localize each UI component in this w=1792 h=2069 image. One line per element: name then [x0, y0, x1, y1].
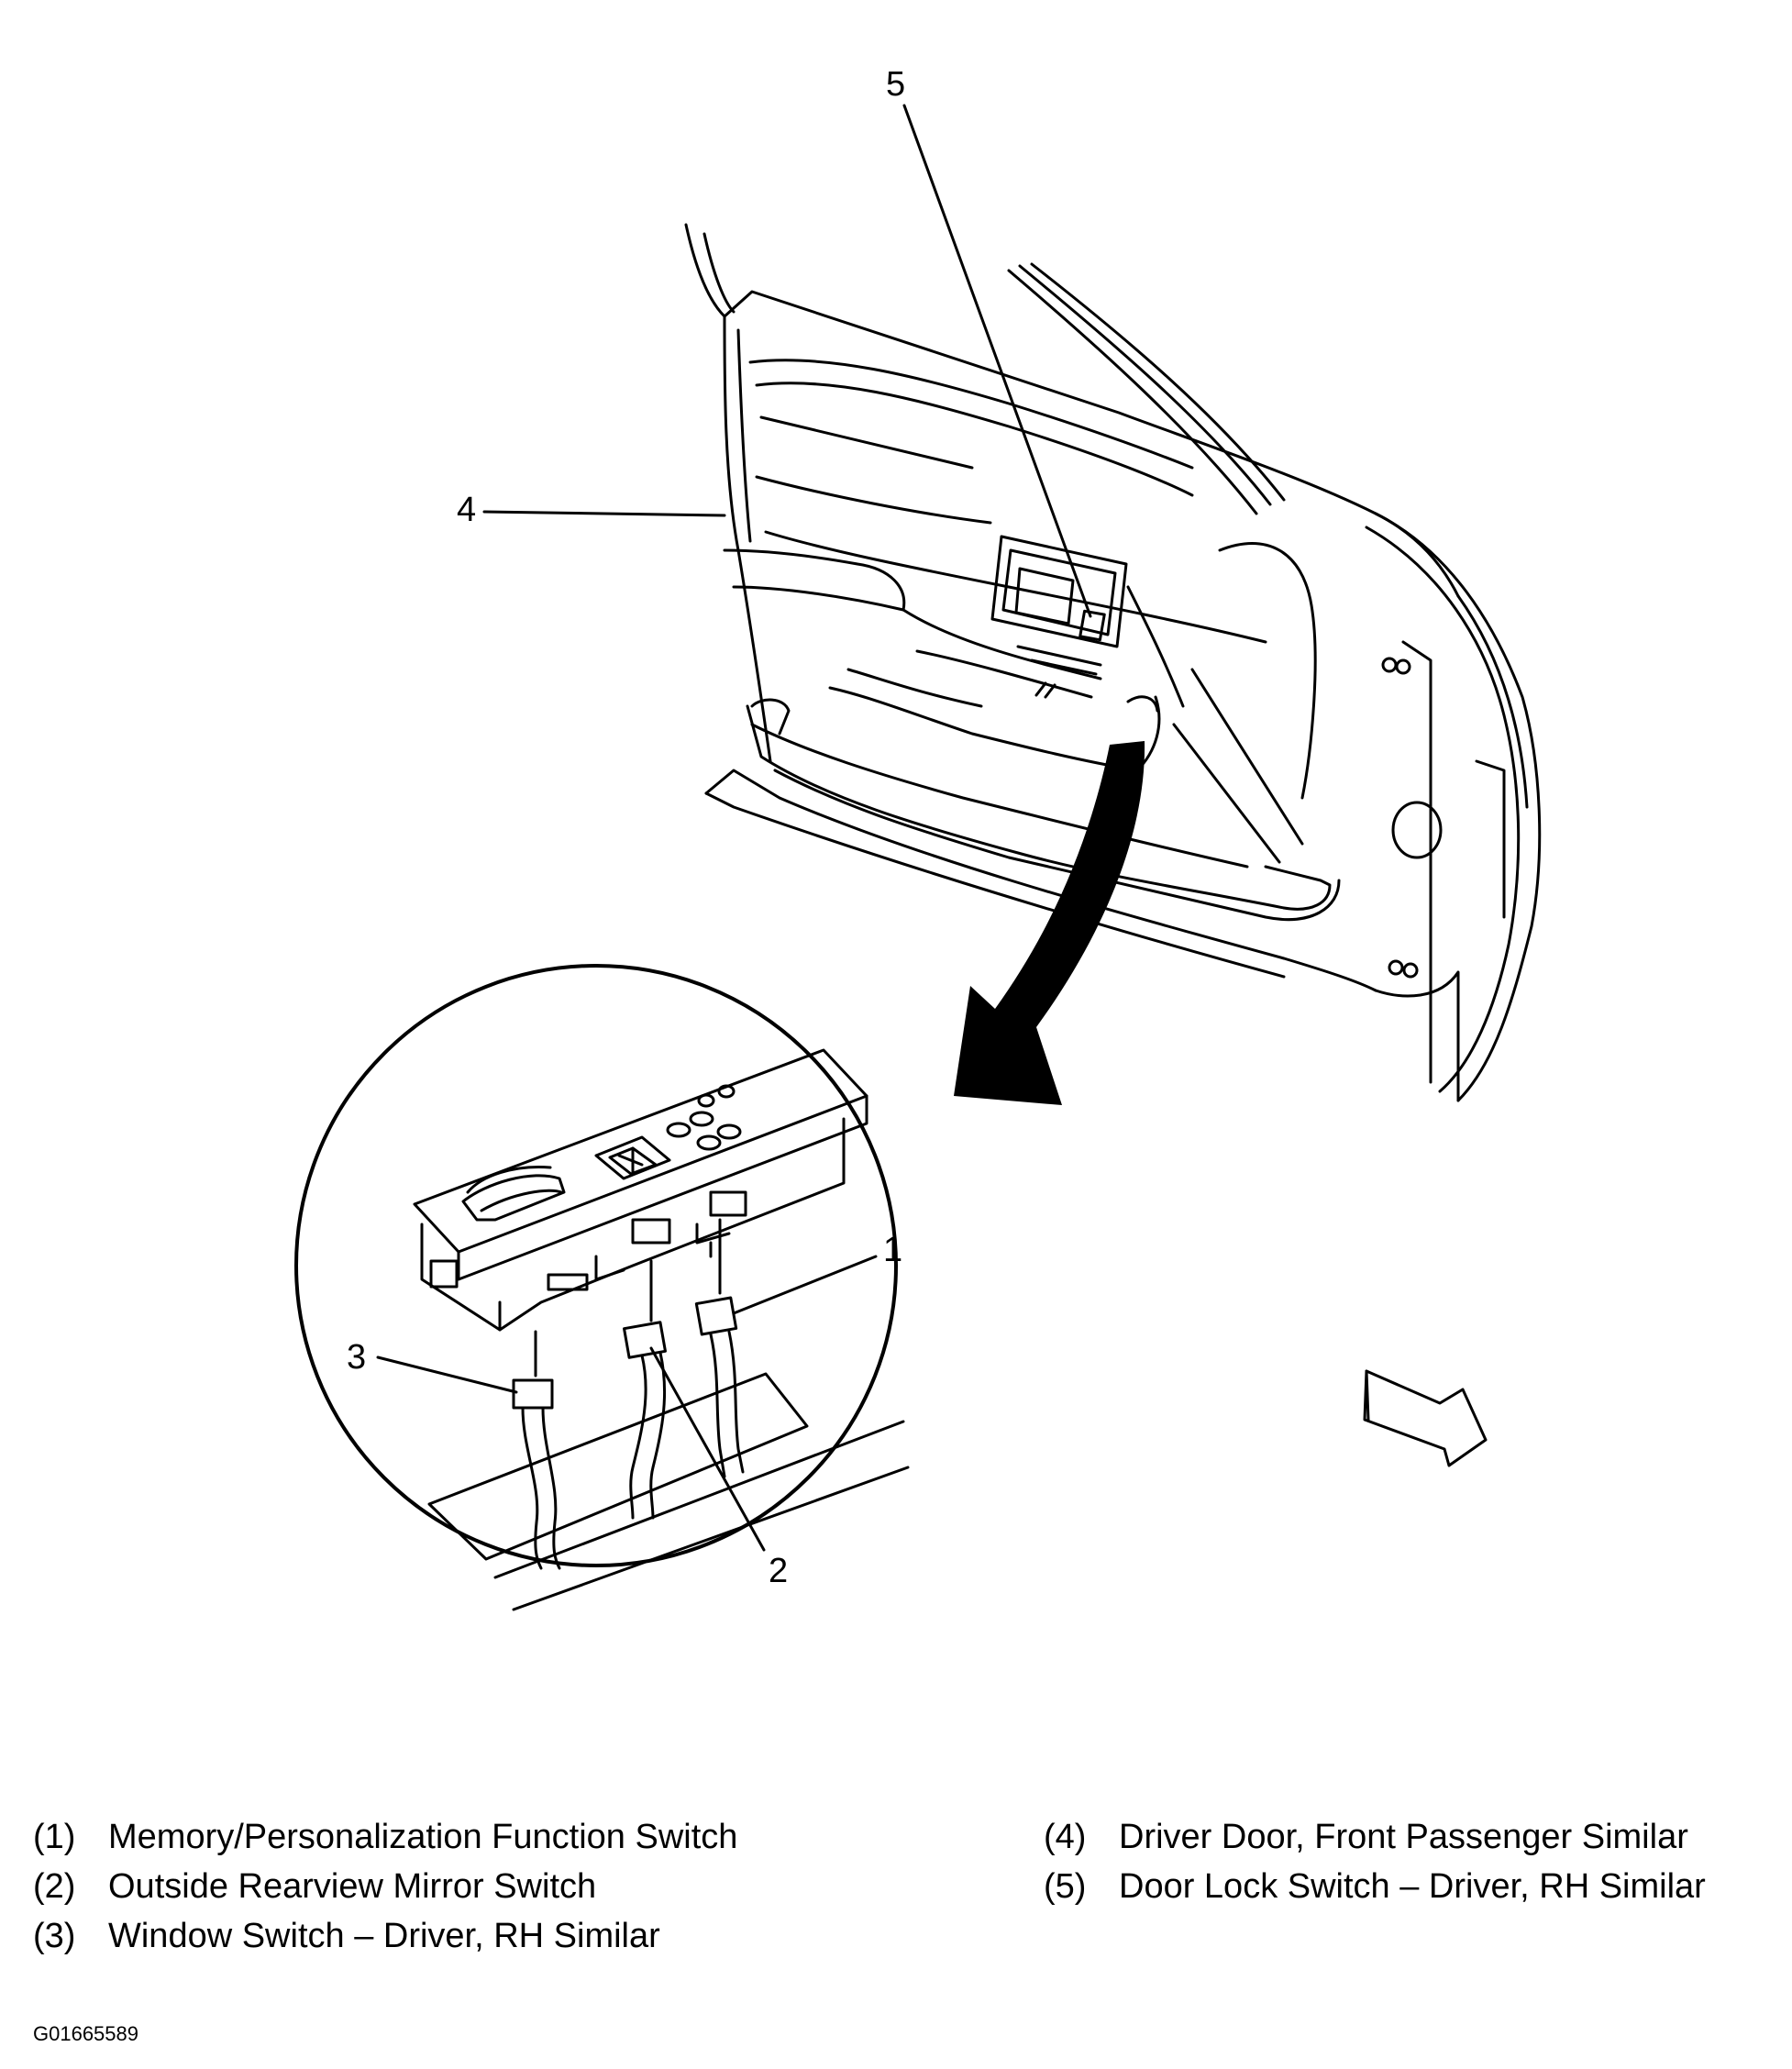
wire-harnesses [512, 1218, 745, 1570]
leader-line-3 [376, 1355, 518, 1394]
legend-item-1: (1) Memory/Personalization Function Swit… [33, 1812, 737, 1862]
detail-arrow [954, 741, 1145, 1105]
legend-right: (4) Driver Door, Front Passenger Similar… [1044, 1812, 1706, 1911]
driver-door [684, 223, 1542, 1102]
front-direction-arrow [1363, 1369, 1488, 1467]
leader-line-5 [902, 104, 1092, 618]
legend-text: Door Lock Switch – Driver, RH Similar [1119, 1867, 1706, 1906]
legend-item-4: (4) Driver Door, Front Passenger Similar [1044, 1812, 1706, 1862]
legend-item-3: (3) Window Switch – Driver, RH Similar [33, 1911, 737, 1961]
figure-id: G01665589 [33, 2022, 138, 2045]
detail-circle [294, 964, 898, 1567]
legend-item-2: (2) Outside Rearview Mirror Switch [33, 1862, 737, 1911]
legend-text: Driver Door, Front Passenger Similar [1119, 1818, 1688, 1856]
legend-number: (5) [1044, 1867, 1087, 1906]
callout-2: 2 [769, 1552, 788, 1590]
legend-number: (1) [33, 1818, 76, 1856]
callout-4: 4 [457, 491, 476, 529]
legend-number: (3) [33, 1917, 76, 1955]
legend-left: (1) Memory/Personalization Function Swit… [33, 1812, 737, 1961]
callout-5: 5 [886, 65, 905, 104]
leader-line-1 [732, 1255, 878, 1315]
legend-number: (4) [1044, 1818, 1087, 1856]
legend-text: Window Switch – Driver, RH Similar [108, 1917, 660, 1955]
door-switch-diagram: 1 2 3 4 5 [294, 65, 1542, 1611]
callout-3: 3 [347, 1338, 366, 1377]
legend-text: Memory/Personalization Function Switch [108, 1818, 738, 1856]
leader-line-4 [482, 510, 726, 517]
legend-item-5: (5) Door Lock Switch – Driver, RH Simila… [1044, 1862, 1706, 1911]
switch-assembly [413, 1048, 868, 1332]
callout-1: 1 [883, 1231, 902, 1269]
legend-text: Outside Rearview Mirror Switch [108, 1867, 597, 1906]
legend-number: (2) [33, 1867, 76, 1906]
leader-line-2 [649, 1346, 766, 1552]
